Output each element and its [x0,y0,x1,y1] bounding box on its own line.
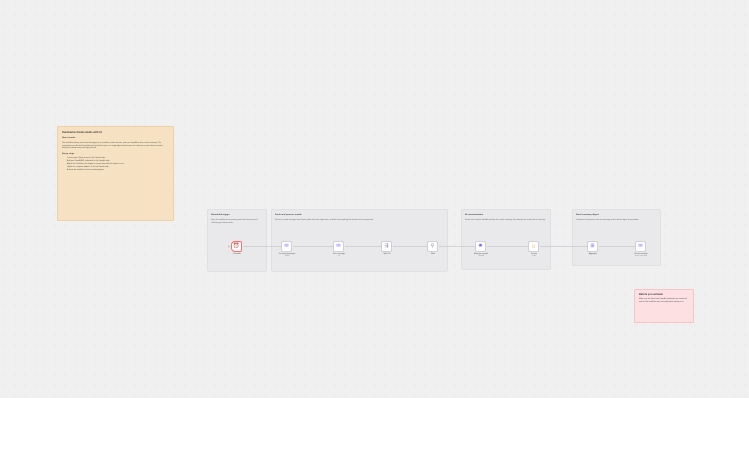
split-out-node[interactable]: ⇶ [381,241,392,252]
openai-icon: ✺ [478,243,483,249]
group-title: Send summary digest [576,214,599,216]
gmail-icon: ✉ [336,243,341,249]
group-description: Combines all summaries into one message … [576,219,639,221]
code-icon: {} [532,243,535,248]
aggregate-icon: ⊞ [590,243,595,249]
split-icon: ⇶ [384,243,389,249]
filter-node[interactable]: ⚲ [427,241,438,252]
group-title: AI summarization [465,214,484,216]
aggregate-node[interactable]: ⊞ [587,241,598,252]
group-scheduled-trigger[interactable]: Scheduled trigger Runs the workflow ever… [207,209,267,272]
get-many-messages-node[interactable]: ✉ [281,241,292,252]
group-description: Sends each email to OpenAI and asks for … [465,219,546,221]
gmail-icon: ✉ [284,243,289,249]
openai-node[interactable]: ✺ [475,241,486,252]
clock-trigger-icon: ⏰ [233,243,240,249]
send-message-node[interactable]: ✉ [635,241,646,252]
setup-step: Connect your Gmail account in the Gmail … [67,157,169,160]
setup-step: Add your OpenAI API credentials to the O… [67,160,169,163]
schedule-trigger-node[interactable]: ⏰ [231,241,242,252]
code-node[interactable]: {} [528,241,539,252]
setup-steps-list: Connect your Gmail account in the Gmail … [62,157,169,172]
warning-sticky-note[interactable]: Before you activate Make sure the Gmail … [634,289,694,323]
workflow-canvas[interactable]: Summarize Gmail emails with AI How it wo… [0,0,749,398]
intro-sticky-note[interactable]: Summarize Gmail emails with AI How it wo… [57,126,174,221]
group-send-digest[interactable]: Send summary digest Combines all summari… [572,209,661,266]
group-description: Gets the unread messages from Gmail, spl… [275,219,374,221]
connections [228,245,635,248]
trigger-output-dot [228,245,230,248]
setup-step: Update the recipient address in the fina… [67,166,169,169]
group-title: Fetch and process emails [275,214,302,216]
group-ai-summarization[interactable]: AI summarization Sends each email to Ope… [461,209,551,270]
intro-note-title: Summarize Gmail emails with AI [62,131,102,134]
get-message-node[interactable]: ✉ [333,241,344,252]
intro-note-subtitle: How it works [62,137,76,140]
group-fetch-emails[interactable]: Fetch and process emails Gets the unread… [271,209,448,272]
node-label: Split Out [383,253,391,255]
intro-note-paragraph: This workflow fetches your Gmail message… [62,141,163,150]
group-description: Runs the workflow every morning and star… [211,219,258,224]
intro-note-setup-title: Setup steps [62,153,75,156]
setup-step: Activate the workflow to start receiving… [67,169,169,172]
group-title: Scheduled trigger [211,214,230,216]
warning-note-title: Before you activate [639,293,663,296]
gmail-icon: ✉ [638,243,643,249]
filter-icon: ⚲ [430,243,435,249]
node-label: Schedule [233,253,241,255]
setup-step: Adjust the schedule in the trigger to ch… [67,163,169,166]
warning-note-paragraph: Make sure the Gmail and OpenAI credentia… [639,297,687,303]
node-label: Filter [431,253,435,255]
node-label: Aggregate [588,253,598,255]
